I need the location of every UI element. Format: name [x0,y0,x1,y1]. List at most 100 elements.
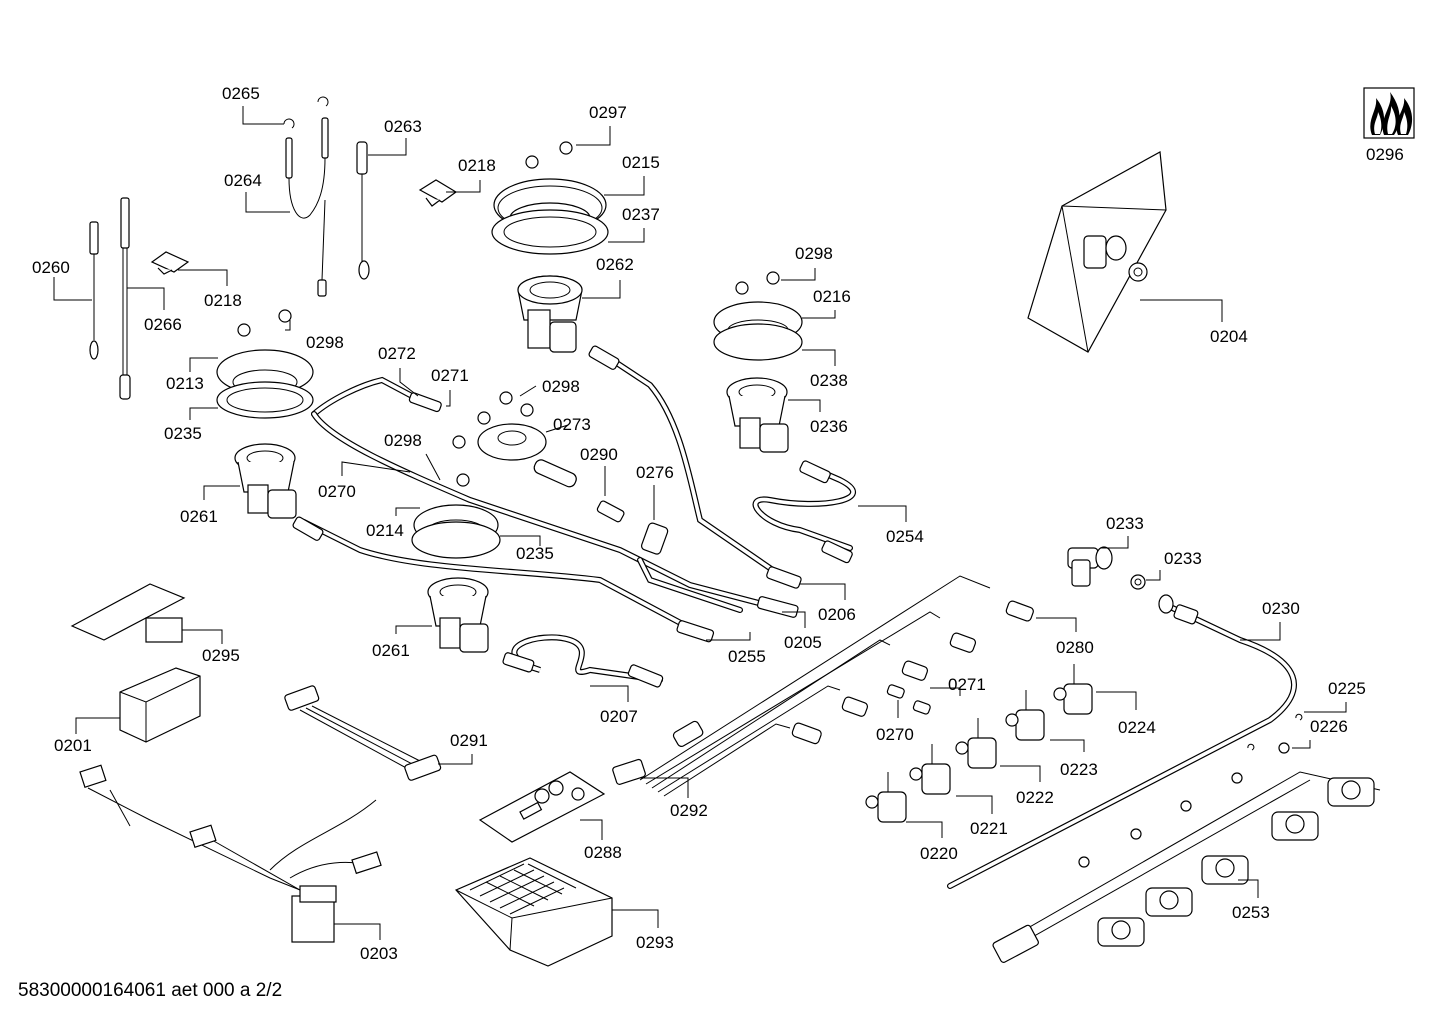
part-label: 0205 [784,633,822,652]
part-label: 0288 [584,843,622,862]
part-label: 0261 [372,641,410,660]
part-label: 0254 [886,527,924,546]
ignition-module-0201 [119,667,201,743]
switch-knob [1097,917,1145,947]
switch-knob [1271,811,1319,841]
part-label: 0292 [670,801,708,820]
switch-knob [1327,777,1375,807]
part-label: 0296 [1366,145,1404,164]
electrode-0264 [285,117,329,297]
connector-0233 [1067,546,1146,590]
part-label: 0272 [378,344,416,363]
part-label: 0273 [553,415,591,434]
part-label: 0290 [580,445,618,464]
burner-ring-0237 [491,209,609,255]
part-label: 0204 [1210,327,1248,346]
part-label: 0298 [795,244,833,263]
part-label: 0222 [1016,788,1054,807]
part-label: 0233 [1106,514,1144,533]
part-label: 0271 [431,366,469,385]
control-board-0288 [478,771,606,843]
burner-ring-0235-left [216,381,314,419]
housing-0293 [454,857,613,967]
part-labels: 0265 0263 0264 0260 0266 0218 0218 0297 … [32,84,1404,963]
part-label: 0291 [450,731,488,750]
document-footer-id: 58300000164061 aet 000 a 2/2 [18,980,283,1001]
switch-knob [1201,855,1249,885]
part-label: 0261 [180,507,218,526]
cable-0291 [284,685,442,781]
part-label: 0266 [144,315,182,334]
burner-ring-0235-center [411,521,501,559]
part-label: 0223 [1060,760,1098,779]
part-label: 0276 [636,463,674,482]
part-label: 0226 [1310,717,1348,736]
part-label: 0201 [54,736,92,755]
bracket-0218-left [150,251,190,275]
burner-0273 [452,391,577,488]
switch-knob [1145,887,1193,917]
part-label: 0203 [360,944,398,963]
gas-tap-0220 [865,772,907,823]
part-label: 0295 [202,646,240,665]
part-label: 0220 [920,844,958,863]
part-label: 0230 [1262,599,1300,618]
thermocouple-0260 [89,221,99,360]
part-label: 0221 [970,819,1008,838]
part-label: 0213 [166,374,204,393]
part-label: 0264 [224,171,262,190]
part-label: 0215 [622,153,660,172]
gas-tap-0224 [1053,664,1093,715]
part-label: 0263 [384,117,422,136]
part-label: 0218 [204,291,242,310]
part-label: 0224 [1118,718,1156,737]
part-label: 0255 [728,647,766,666]
part-label: 0293 [636,933,674,952]
gas-tap-0223 [1005,690,1045,741]
gas-connection-kit-0204 [1027,151,1167,353]
part-label: 0207 [600,707,638,726]
gas-flame-logo-0296 [1363,87,1415,139]
screws-top [237,141,780,337]
part-label: 0262 [596,255,634,274]
part-label: 0253 [1232,903,1270,922]
part-label: 0238 [810,371,848,390]
cover-0295 [70,583,186,643]
burner-body-0261-left [234,443,297,519]
part-label: 0216 [813,287,851,306]
gas-rail-0230 [947,594,1297,889]
part-label: 0235 [516,544,554,563]
part-label: 0270 [318,482,356,501]
burner-body-0261-center [427,577,489,653]
part-label: 0225 [1328,679,1366,698]
part-label: 0214 [366,521,404,540]
clip-0265 [283,96,329,129]
part-label: 0233 [1164,549,1202,568]
part-label: 0298 [306,333,344,352]
part-label: 0297 [589,103,627,122]
burner-ring-0238 [713,323,803,361]
part-label: 0237 [622,205,660,224]
part-label: 0271 [948,675,986,694]
gas-taps [865,664,1093,823]
burner-body-0262 [517,275,583,353]
thermocouple-0266 [119,197,131,400]
gas-tap-0222 [955,718,997,769]
bracket-0218-top [418,179,458,207]
wiring-harness-0203 [79,764,382,943]
part-label: 0236 [810,417,848,436]
part-label: 0280 [1056,638,1094,657]
connector-0292 [612,758,646,785]
part-label: 0206 [818,605,856,624]
part-label: 0298 [542,377,580,396]
burner-body-0236 [726,377,789,453]
part-label: 0298 [384,431,422,450]
gas-tap-0221 [909,744,951,795]
electrode-0263 [356,141,370,280]
control-switch-panel-0253 [992,713,1381,963]
leader-lines [53,106,1347,940]
part-label: 0235 [164,424,202,443]
part-label: 0265 [222,84,260,103]
part-label: 0270 [876,725,914,744]
